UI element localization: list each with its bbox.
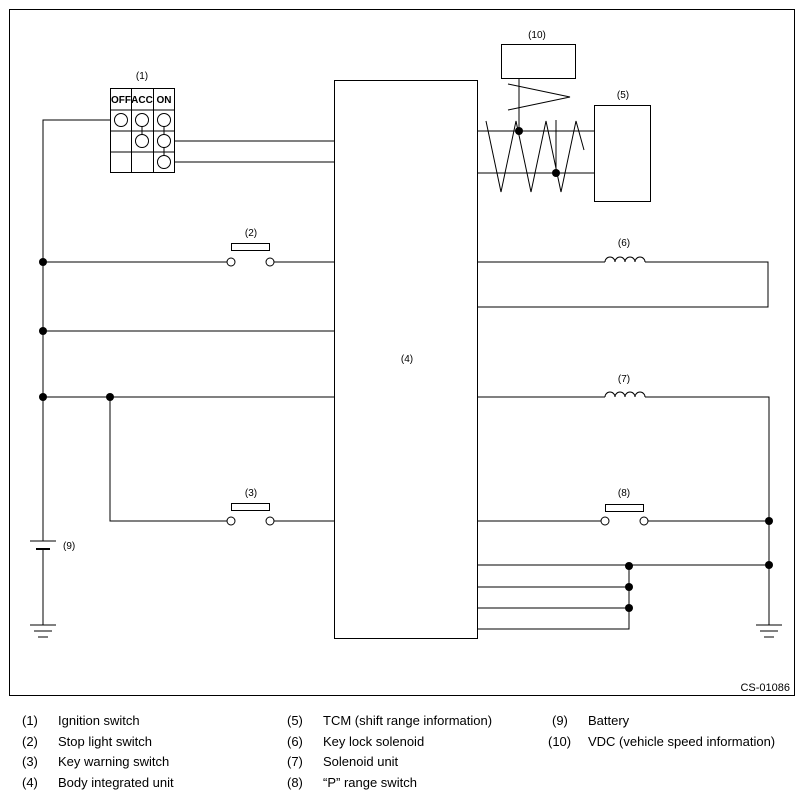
- battery-symbol: [30, 540, 56, 638]
- label-p-range-switch: (8): [618, 488, 630, 499]
- tcm-box: [594, 105, 651, 202]
- stop-light-switch: [226, 243, 275, 267]
- solenoid-coil: [604, 391, 646, 398]
- label-body-integrated-unit: (4): [401, 354, 413, 365]
- junction-dots: [39, 127, 773, 612]
- legend-text: Key lock solenoid: [323, 734, 425, 749]
- ign-header-acc: ACC: [131, 95, 153, 106]
- label-solenoid-unit: (7): [618, 374, 630, 385]
- legend-num: (8): [287, 775, 303, 790]
- vdc-box: [501, 44, 576, 79]
- legend-text: Key warning switch: [58, 754, 170, 769]
- label-vdc: (10): [528, 30, 546, 41]
- legend-text: Ignition switch: [58, 713, 140, 728]
- legend-text: VDC (vehicle speed information): [588, 734, 776, 749]
- ign-header-on: ON: [157, 95, 172, 106]
- label-key-lock-solenoid: (6): [618, 238, 630, 249]
- p-range-switch: [600, 504, 649, 526]
- label-ignition-switch: (1): [136, 71, 148, 82]
- diagram-frame: [9, 9, 795, 696]
- legend-num: (9): [552, 713, 568, 728]
- legend-num: (6): [287, 734, 303, 749]
- ground-right: [756, 624, 782, 638]
- legend-text: “P” range switch: [323, 775, 417, 790]
- label-battery: (9): [63, 541, 75, 552]
- ign-header-off: OFF: [111, 95, 131, 106]
- legend-num: (1): [22, 713, 38, 728]
- key-lock-coil: [604, 256, 646, 263]
- legend-num: (4): [22, 775, 38, 790]
- wiring-diagram: OFF ACC ON (1) (2) (3) (4) (5) (6) (7) (…: [9, 9, 795, 696]
- legend-num: (3): [22, 754, 38, 769]
- label-tcm: (5): [617, 90, 629, 101]
- legend: (1) Ignition switch (2) Stop light switc…: [0, 708, 804, 800]
- legend-text: Solenoid unit: [323, 754, 399, 769]
- key-warning-switch: [226, 503, 275, 526]
- legend-num: (7): [287, 754, 303, 769]
- legend-text: Body integrated unit: [58, 775, 174, 790]
- ignition-switch: [110, 88, 175, 173]
- legend-num: (5): [287, 713, 303, 728]
- legend-text: Battery: [588, 713, 630, 728]
- legend-num: (2): [22, 734, 38, 749]
- legend-text: Stop light switch: [58, 734, 152, 749]
- body-integrated-unit: [334, 80, 478, 639]
- vdc-tcm-wiring: [478, 79, 594, 193]
- legend-text: TCM (shift range information): [323, 713, 493, 728]
- label-stop-light-switch: (2): [245, 228, 257, 239]
- label-key-warning-switch: (3): [245, 488, 257, 499]
- legend-num: (10): [548, 734, 572, 749]
- figure-code: CS-01086: [740, 682, 790, 694]
